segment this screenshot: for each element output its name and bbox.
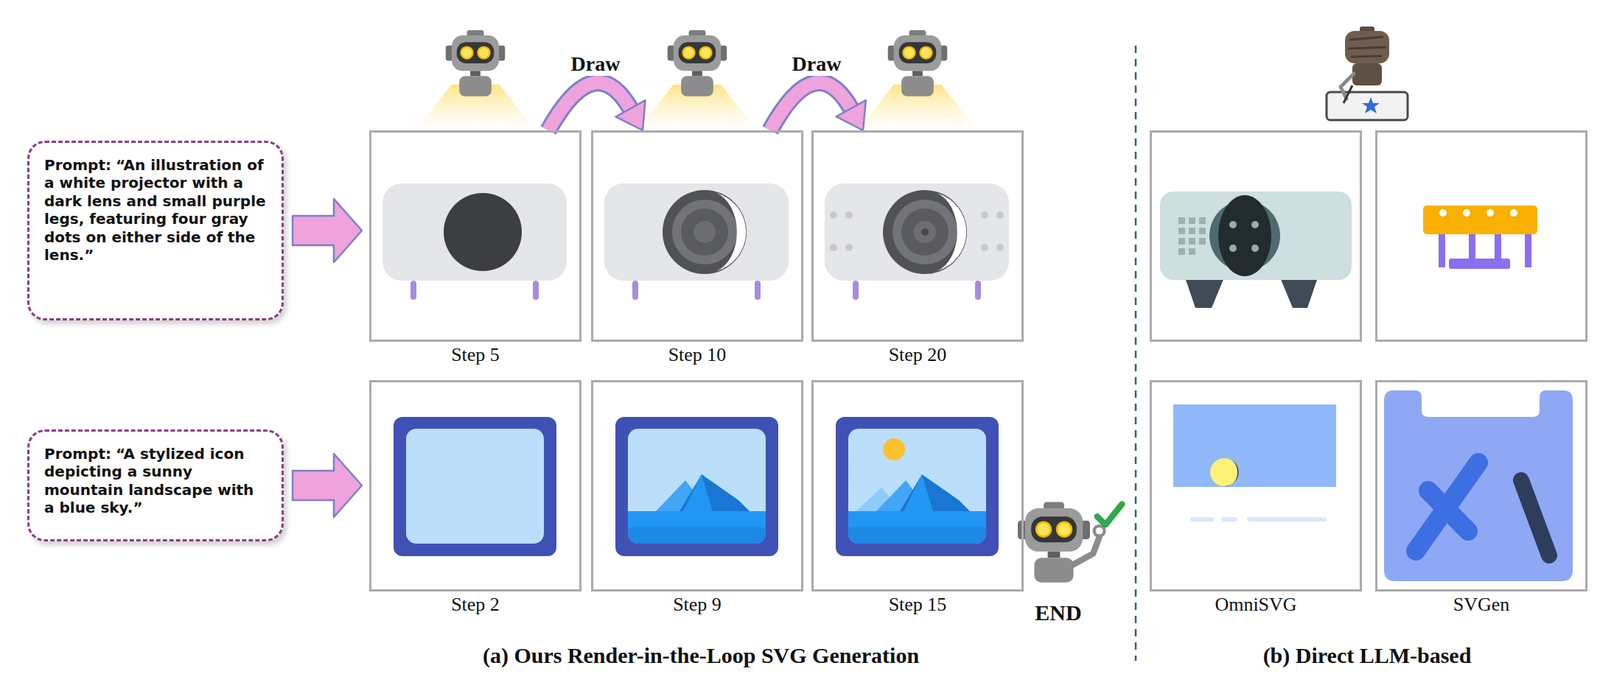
canvas-panel: OmniSVG bbox=[1149, 380, 1362, 592]
prompt-keyword: Prompt: bbox=[44, 445, 112, 463]
prompt-text-block: Prompt:“A stylized icon depicting a sunn… bbox=[44, 445, 267, 518]
canvas-panel: Step 5 bbox=[369, 130, 582, 342]
arc-arrow bbox=[770, 82, 853, 131]
edge-label: Draw bbox=[790, 52, 844, 76]
canvas-panel: Step 9 bbox=[591, 380, 804, 592]
arrow-head bbox=[615, 100, 645, 131]
panel-label: Step 5 bbox=[356, 344, 595, 367]
flow-arrow bbox=[292, 198, 362, 263]
panel-caption: (a) Ours Render-in-the-Loop SVG Generati… bbox=[482, 643, 920, 669]
flow-arrow bbox=[548, 82, 646, 131]
arrow-head bbox=[835, 100, 866, 131]
panel-label: Step 9 bbox=[578, 594, 816, 617]
canvas-panel: SVGen bbox=[1375, 380, 1588, 592]
panel-caption: (b) Direct LLM-based bbox=[1263, 643, 1472, 669]
canvas-panel: Step 15 bbox=[811, 380, 1024, 592]
canvas-panel: Step 10 bbox=[591, 130, 804, 342]
arc-arrow-outline bbox=[770, 82, 853, 131]
canvas-panel: Step 2 bbox=[369, 380, 582, 592]
panel-label: Step 2 bbox=[356, 594, 595, 617]
prompt-box: Prompt:“An illustration of a white proje… bbox=[27, 140, 284, 321]
panel-label: Step 15 bbox=[798, 594, 1037, 617]
block-arrow bbox=[292, 198, 362, 263]
panel-label: OmniSVG bbox=[1137, 594, 1375, 617]
flow-arrow bbox=[770, 82, 866, 131]
edge-label: Draw bbox=[568, 52, 623, 76]
prompt-box: Prompt:“A stylized icon depicting a sunn… bbox=[27, 429, 284, 542]
arc-arrow-outline bbox=[548, 82, 632, 131]
arc-arrow bbox=[548, 82, 632, 131]
canvas-panel: Step 20 bbox=[811, 130, 1024, 342]
block-arrow bbox=[292, 453, 362, 518]
panel-label: Step 20 bbox=[798, 344, 1037, 367]
panel-label: SVGen bbox=[1362, 594, 1600, 617]
flow-arrow bbox=[292, 453, 362, 518]
end-label: END bbox=[1034, 600, 1082, 626]
prompt-keyword: Prompt: bbox=[44, 156, 112, 174]
panel-label: Step 10 bbox=[578, 344, 816, 367]
prompt-text-block: Prompt:“An illustration of a white proje… bbox=[44, 156, 267, 264]
